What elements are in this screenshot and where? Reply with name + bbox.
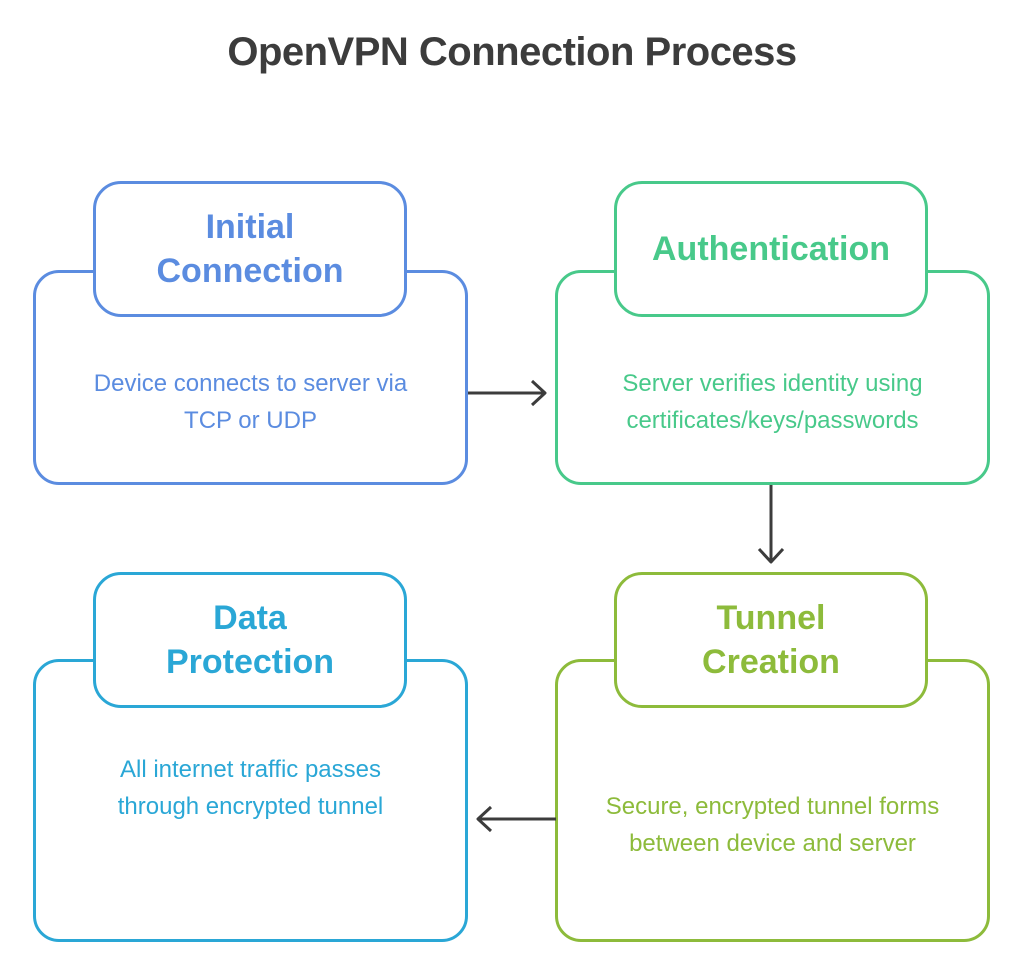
step-description-authentication: Server verifies identity using certifica… bbox=[622, 370, 923, 434]
step-description-tunnel-creation: Secure, encrypted tunnel forms between d… bbox=[605, 793, 940, 857]
arrow-tunnel-to-data-protection bbox=[476, 805, 556, 833]
step-heading-authentication: Authentication bbox=[614, 181, 928, 317]
step-heading-tunnel-creation: Tunnel Creation bbox=[614, 572, 928, 708]
step-description-initial-connection: Device connects to server via TCP or UDP bbox=[93, 370, 408, 434]
diagram-title: OpenVPN Connection Process bbox=[227, 30, 797, 74]
arrow-initial-to-authentication bbox=[468, 379, 547, 407]
step-heading-initial-connection: Initial Connection bbox=[93, 181, 407, 317]
arrow-authentication-to-tunnel bbox=[757, 485, 785, 564]
step-heading-data-protection: Data Protection bbox=[93, 572, 407, 708]
step-description-data-protection: All internet traffic passes through encr… bbox=[117, 756, 384, 820]
